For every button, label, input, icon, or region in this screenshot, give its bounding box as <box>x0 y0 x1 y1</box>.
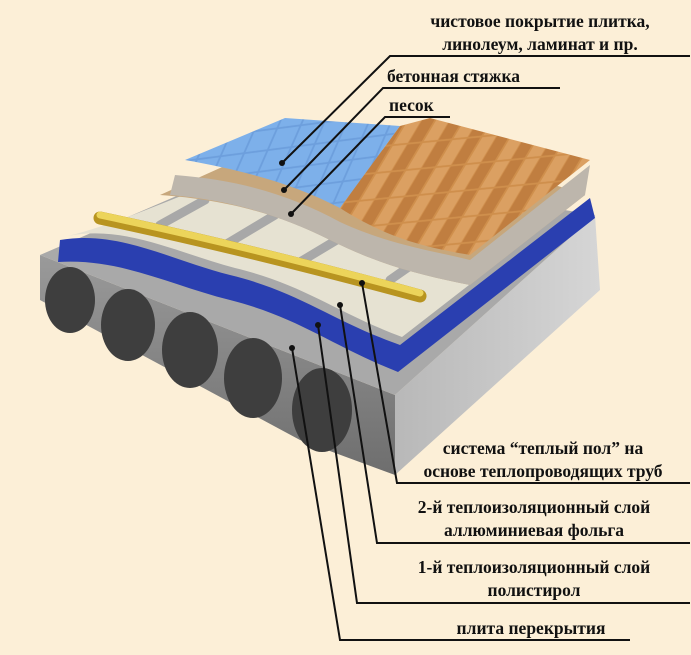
label-heating-line2: основе теплопроводящих труб <box>423 461 663 481</box>
label-polystyrene-layer: 1-й теплоизоляционный слой полистирол <box>380 556 688 602</box>
label-finish-coating: чистовое покрытие плитка, линолеум, лами… <box>395 10 685 56</box>
label-finish-line2: линолеум, ламинат и пр. <box>442 34 638 54</box>
label-foil-layer: 2-й теплоизоляционный слой аллюминиевая … <box>380 496 688 542</box>
label-finish-line1: чистовое покрытие плитка, <box>430 11 650 31</box>
label-polystyrene-line2: полистирол <box>487 580 581 600</box>
slab-hollow-cores <box>45 267 352 452</box>
label-sand: песок <box>389 95 434 115</box>
leader-lines <box>281 55 690 641</box>
label-foil-line2: аллюминиевая фольга <box>443 520 625 540</box>
label-polystyrene-line1: 1-й теплоизоляционный слой <box>417 557 651 577</box>
label-concrete-screed: бетонная стяжка <box>387 66 521 86</box>
label-heating-system: система “теплый пол” на основе теплопров… <box>397 437 689 483</box>
label-heating-line1: система “теплый пол” на <box>442 438 644 458</box>
label-foil-line1: 2-й теплоизоляционный слой <box>417 497 651 517</box>
finish-flooring <box>185 118 590 255</box>
leader-dots <box>279 160 365 351</box>
label-floor-slab: плита перекрытия <box>456 618 606 638</box>
polystyrene-layer <box>58 198 595 372</box>
concrete-screed-layer <box>170 165 590 285</box>
